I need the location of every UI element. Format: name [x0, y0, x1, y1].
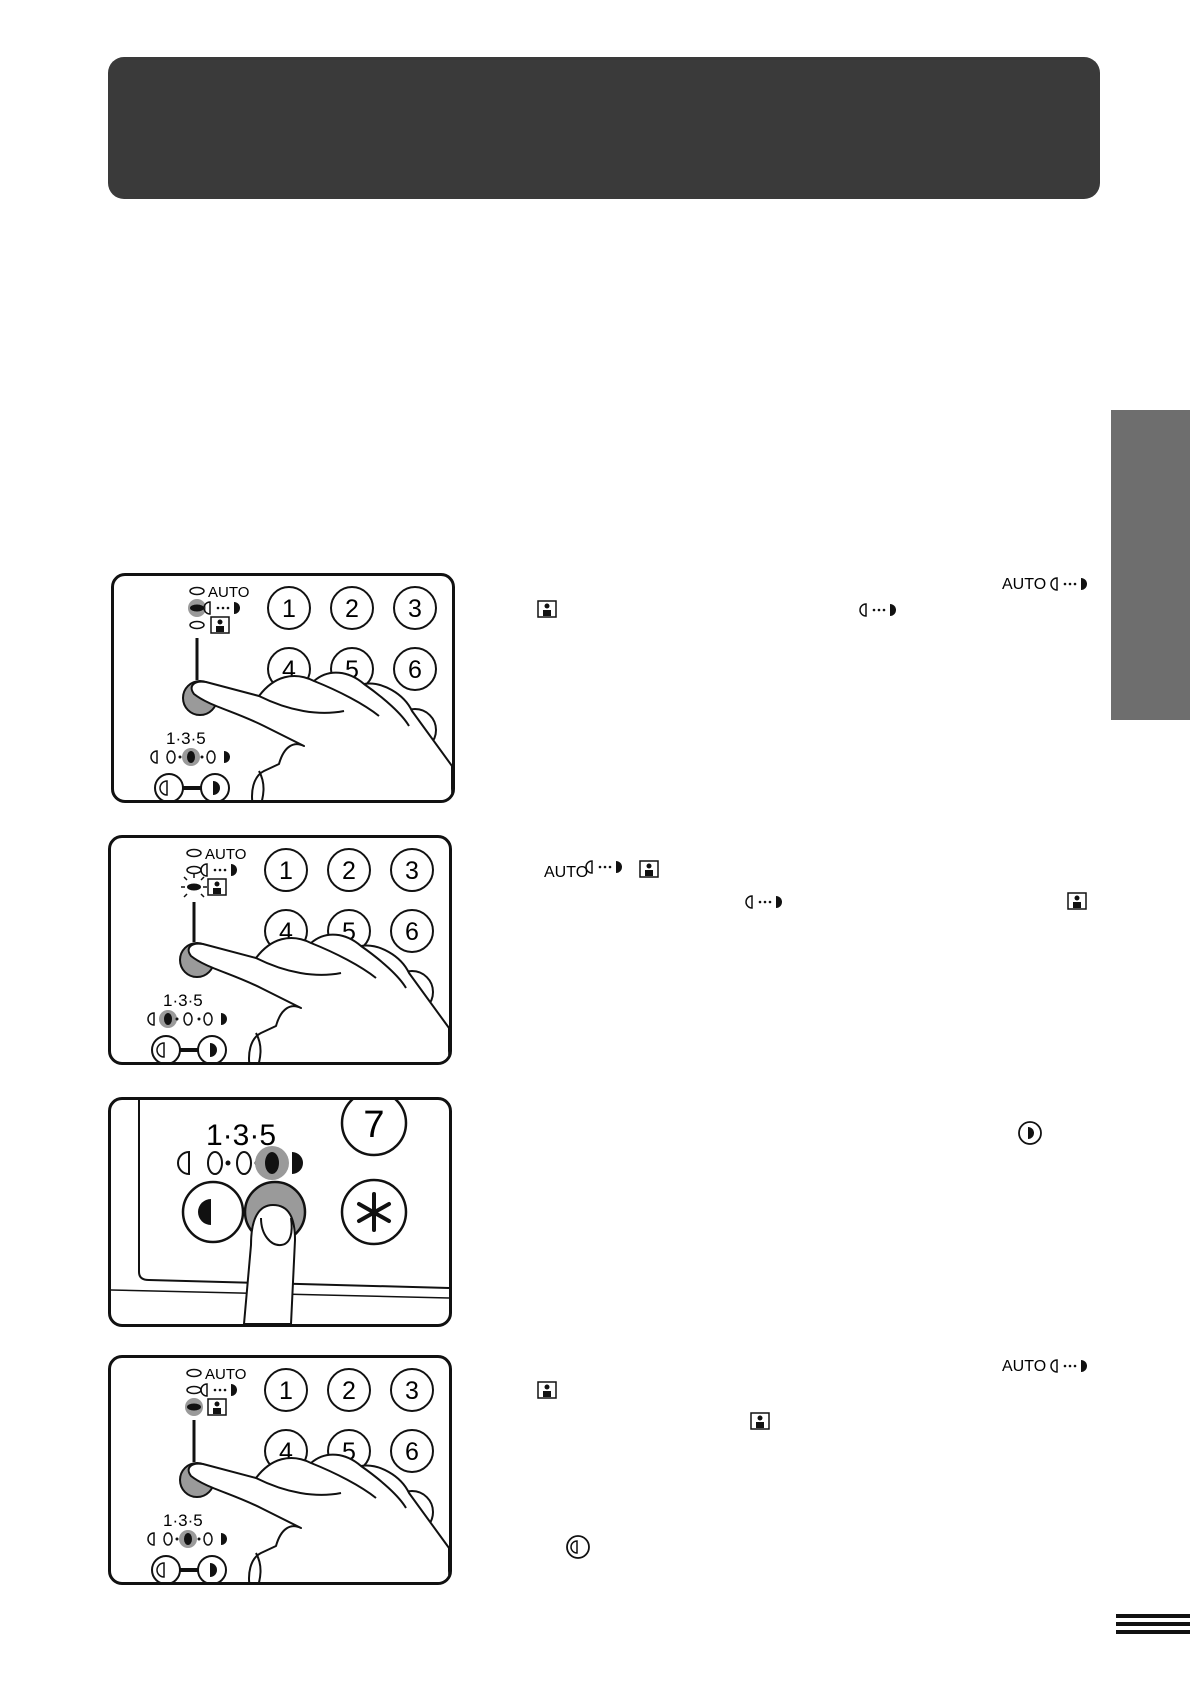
- page-continue-marker: [1116, 1614, 1190, 1634]
- photo-mode-icon: [537, 1381, 557, 1399]
- photo-indicator-lamp: [187, 1403, 201, 1411]
- inline-auto-label: AUTO: [1002, 576, 1046, 593]
- finger-pressing-icon: [243, 1204, 296, 1324]
- key-1: 1: [282, 595, 296, 623]
- key-6: 6: [405, 1438, 419, 1466]
- inline-auto-label: AUTO: [1002, 1358, 1046, 1375]
- numeric-keypad: 1 2 3 4 5 6 9: [267, 586, 437, 752]
- photo-mode-icon: [210, 616, 230, 634]
- manual-exposure-icon: [585, 860, 622, 874]
- key-7: [340, 1100, 408, 1157]
- illustration-panel-3: 1·3·5 7: [108, 1097, 452, 1327]
- hand-pressing-icon: [190, 671, 452, 800]
- exposure-scale-label: 1·3·5: [163, 1511, 203, 1530]
- key-1: 1: [279, 857, 293, 885]
- manual-exposure-icon: [859, 603, 896, 617]
- key-6: 6: [405, 918, 419, 946]
- exposure-scale-lamps: [147, 1010, 227, 1028]
- photo-mode-icon: [1067, 892, 1087, 910]
- exposure-scale-label: 1·3·5: [166, 729, 206, 748]
- key-1: 1: [279, 1377, 293, 1405]
- illustration-panel-1: AUTO 1 2 3 4 5 6 9: [111, 573, 455, 803]
- exposure-scale-lamps: [177, 1146, 303, 1180]
- auto-indicator-label: AUTO: [205, 1366, 246, 1383]
- lighter-key-icon: [566, 1535, 590, 1559]
- key-2: 2: [342, 857, 356, 885]
- manual-exposure-icon: [200, 863, 237, 877]
- panel-1-drawing: AUTO 1 2 3 4 5 6 9: [150, 584, 452, 800]
- key-6: 6: [408, 656, 422, 684]
- auto-indicator-lamp: [186, 848, 202, 858]
- chapter-side-tab: [1111, 410, 1190, 720]
- lighter-darker-keys: [151, 1035, 227, 1062]
- manual-exposure-icon: [200, 1383, 237, 1397]
- lighter-darker-keys: [154, 773, 230, 800]
- manual-indicator-lamp: [190, 604, 204, 612]
- blinking-photo-lamp: [181, 873, 207, 898]
- key-2: 2: [342, 1377, 356, 1405]
- key-3: 3: [408, 595, 422, 623]
- photo-mode-icon: [537, 600, 557, 618]
- key-2: 2: [345, 595, 359, 623]
- auto-indicator-label: AUTO: [205, 846, 246, 863]
- photo-mode-icon: [207, 1398, 227, 1416]
- inline-auto-manual-symbols-1: AUTO: [1002, 576, 1087, 593]
- manual-indicator-lamp: [186, 865, 202, 875]
- panel-2-drawing: AUTO 1 2 3 4: [147, 846, 449, 1062]
- manual-exposure-icon: [1050, 1359, 1087, 1373]
- key-7-label: 7: [363, 1104, 384, 1146]
- hand-pressing-icon: [187, 1453, 449, 1582]
- exposure-scale-label: 1·3·5: [163, 991, 203, 1010]
- manual-exposure-icon: [1050, 577, 1087, 591]
- inline-auto-manual-symbols-3: AUTO: [1002, 1358, 1087, 1375]
- hand-pressing-icon: [187, 933, 449, 1062]
- auto-indicator-lamp: [189, 586, 205, 596]
- darker-key-icon: [1018, 1121, 1042, 1145]
- inline-auto-manual-symbols-2: AUTO: [544, 860, 659, 881]
- photo-mode-icon: [639, 860, 659, 878]
- manual-indicator-lamp: [186, 1385, 202, 1395]
- key-3: 3: [405, 1377, 419, 1405]
- exposure-scale-label: 1·3·5: [206, 1119, 276, 1152]
- auto-indicator-label: AUTO: [208, 584, 249, 601]
- photo-mode-icon: [750, 1412, 770, 1430]
- manual-exposure-icon: [745, 895, 782, 909]
- asterisk-icon: [357, 1192, 391, 1232]
- photo-mode-icon: [207, 878, 227, 896]
- lighter-darker-keys: [151, 1555, 227, 1582]
- photo-indicator-lamp: [189, 620, 205, 630]
- header-banner: [108, 57, 1100, 199]
- control-panel-edge: [138, 1100, 449, 1289]
- illustration-panel-4: AUTO 1 2 3 4 5 6 9: [108, 1355, 452, 1585]
- exposure-scale-lamps: [150, 748, 230, 766]
- manual-exposure-icon: [203, 601, 240, 615]
- auto-indicator-lamp: [186, 1368, 202, 1378]
- lighter-key: [181, 1180, 245, 1244]
- illustration-panel-2: AUTO 1 2 3 4: [108, 835, 452, 1065]
- inline-auto-label: AUTO: [544, 864, 588, 881]
- panel-3-drawing: 1·3·5 7: [111, 1100, 449, 1324]
- key-3: 3: [405, 857, 419, 885]
- lighter-key-icon: [198, 1199, 211, 1225]
- panel-4-drawing: AUTO 1 2 3 4 5 6 9: [147, 1366, 449, 1582]
- exposure-scale-lamps: [147, 1530, 227, 1548]
